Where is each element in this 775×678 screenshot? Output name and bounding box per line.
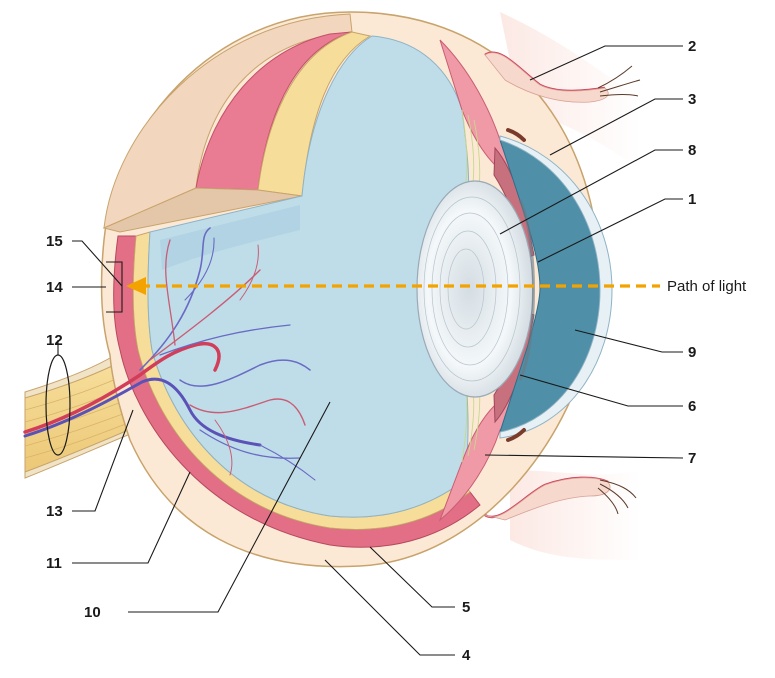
label-1: 1 [688,191,696,208]
light-path-arrowhead [126,277,146,295]
lens-rim-shadow [518,199,535,381]
leader-7 [484,454,684,459]
label-2: 2 [688,38,696,55]
leader-1 [537,198,683,263]
label-9: 9 [688,344,696,361]
label-10: 10 [84,604,101,621]
lens-rings [423,196,521,382]
leader-15 [72,240,123,287]
label-6: 6 [688,398,696,415]
canal-upper [506,128,526,142]
leader-8 [499,149,683,235]
canal-lower [506,428,526,442]
cornea [499,135,613,439]
label-12: 12 [46,332,63,349]
label-7: 7 [688,450,696,467]
leader-11 [72,471,191,564]
cutaway-outer-layer [103,13,353,229]
upper-lid-skin [484,52,609,103]
label-3: 3 [688,91,696,108]
label-4: 4 [462,647,471,664]
optic-disc-bracket [106,261,123,313]
leader-10 [128,401,331,613]
leader-5 [369,546,455,608]
cutaway-ledge [102,187,303,233]
vitreous-body [147,35,470,518]
label-5: 5 [462,599,470,616]
leader-6 [519,374,683,407]
label-8: 8 [688,142,696,159]
label-11: 11 [46,555,62,572]
label-14: 14 [46,279,63,296]
label-15: 15 [46,233,63,250]
eyelashes [597,65,641,515]
retinal-vessels [23,227,316,481]
cutaway-retina-band [257,31,372,197]
label-path-of-light: Path of light [667,278,747,295]
leader-2 [529,45,683,81]
leader-13 [72,409,134,512]
leader-4 [324,559,455,656]
leader-9 [574,329,683,353]
vitreous-highlight [160,205,300,270]
label-13: 13 [46,503,63,520]
leader-3 [549,98,683,156]
cutaway-choroid-band [195,31,353,191]
